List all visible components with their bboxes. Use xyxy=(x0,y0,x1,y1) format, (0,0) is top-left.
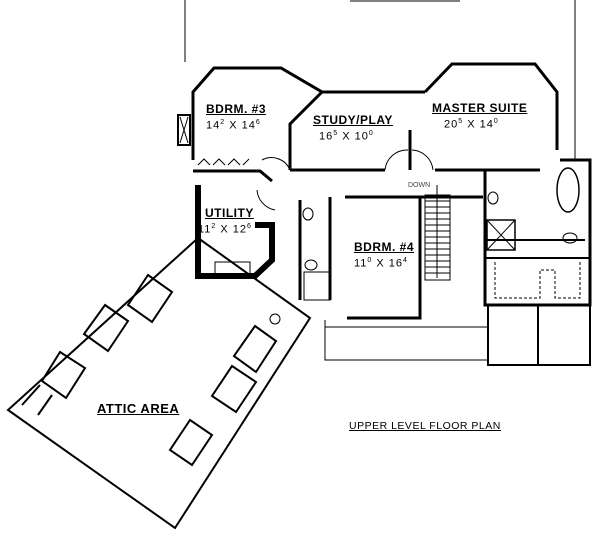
room-bdrm4: BDRM. #4 110 X 164 xyxy=(354,241,414,271)
room-name: BDRM. #3 xyxy=(206,102,267,116)
bdrm3-walls xyxy=(191,66,325,170)
door-swings xyxy=(256,149,434,211)
room-name: UTILITY xyxy=(205,206,254,220)
bathtub xyxy=(556,167,580,213)
utility-walls xyxy=(195,185,275,279)
roof-outline xyxy=(184,0,576,160)
room-dimensions: 110 X 164 xyxy=(354,257,408,270)
bdrm3-window xyxy=(177,114,191,146)
plan-title: UPPER LEVEL FLOOR PLAN xyxy=(349,420,501,432)
room-name: STUDY/PLAY xyxy=(313,113,393,127)
stair-label: DOWN xyxy=(408,182,431,189)
attic-outline xyxy=(6,236,312,530)
closet-doors xyxy=(197,158,250,166)
chimney-marker xyxy=(269,313,281,325)
staircase xyxy=(424,185,451,281)
room-study-play: STUDY/PLAY 165 X 100 xyxy=(313,114,393,144)
deck xyxy=(324,320,489,361)
study-walls xyxy=(290,90,425,172)
room-bdrm3: BDRM. #3 142 X 146 xyxy=(206,103,266,133)
room-name: BDRM. #4 xyxy=(354,240,415,254)
room-dimensions: 142 X 146 xyxy=(206,119,261,132)
room-dimensions: 165 X 100 xyxy=(319,130,374,143)
room-master-suite: MASTER SUITE 205 X 140 xyxy=(432,102,527,132)
master-walls xyxy=(423,62,559,172)
bdrm4-walls xyxy=(298,195,483,320)
room-dimensions: 112 X 126 xyxy=(198,223,252,236)
room-dimensions: 205 X 140 xyxy=(444,118,499,131)
attic-label: ATTIC AREA xyxy=(97,401,180,416)
room-name: MASTER SUITE xyxy=(432,101,528,115)
room-utility: UTILITY 112 X 126 xyxy=(198,207,254,237)
shower xyxy=(486,219,516,251)
